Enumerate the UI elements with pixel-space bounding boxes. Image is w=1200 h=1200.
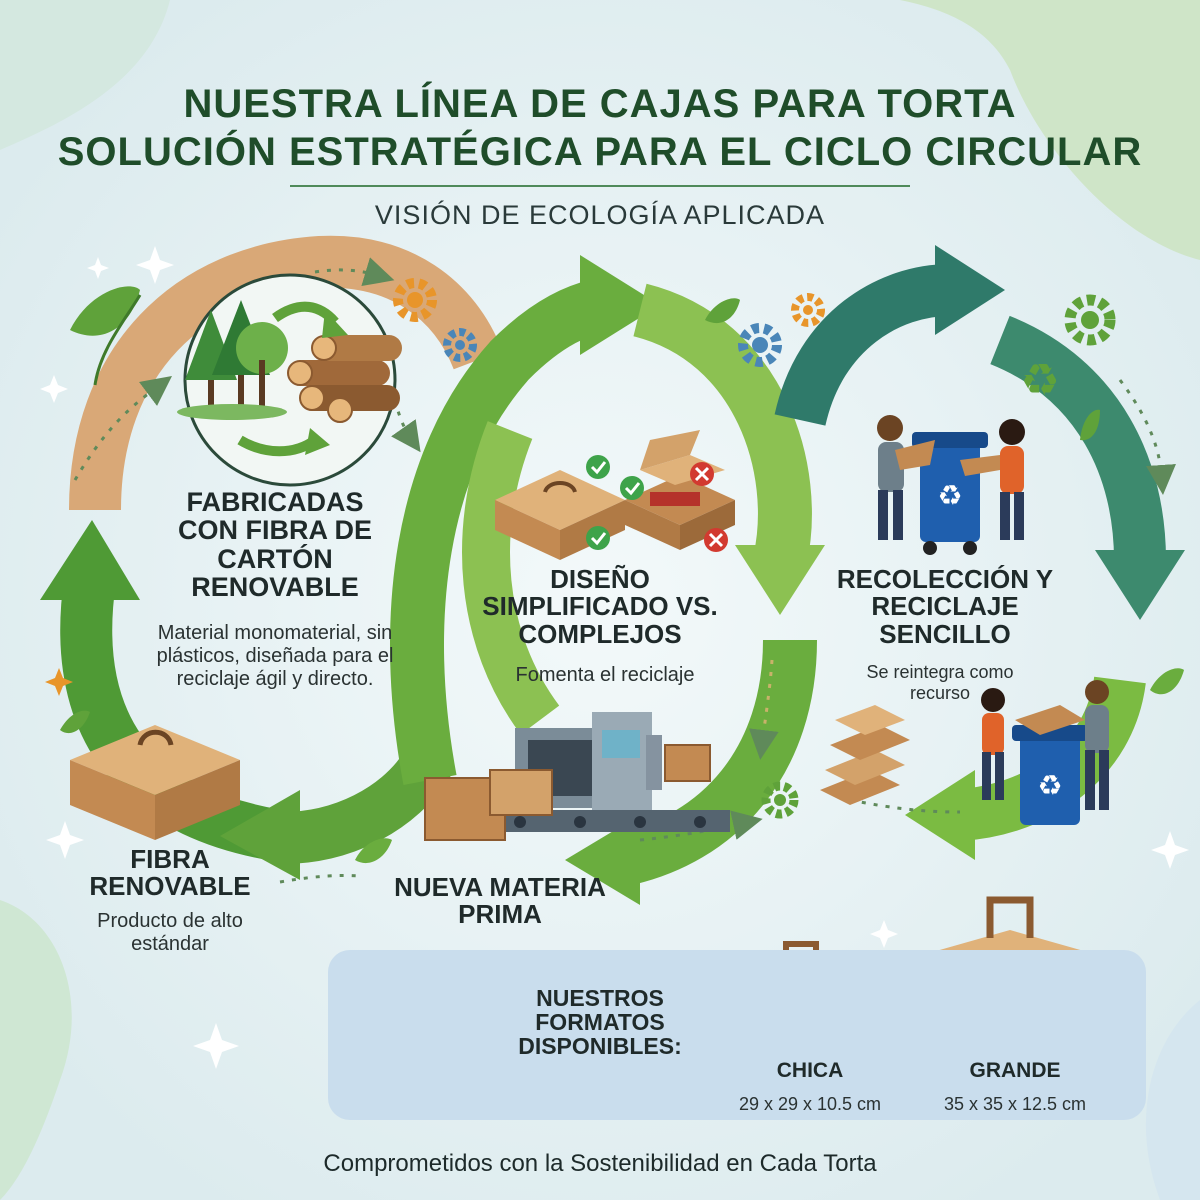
- gear-icon: [791, 293, 825, 327]
- arrowhead-right-bottom: [905, 770, 975, 860]
- arrow-middle-right-down: [632, 283, 812, 566]
- page-title-line2: SOLUCIÓN ESTRATÉGICA PARA EL CICLO CIRCU…: [57, 130, 1143, 174]
- leaf-icon: [60, 710, 90, 734]
- stage1-description: Material monomaterial, sin plásticos, di…: [156, 622, 394, 690]
- arrowhead-right-down: [1095, 550, 1185, 620]
- arrow-tan-top: [69, 235, 503, 511]
- person-icon: [877, 415, 935, 540]
- person-icon: [960, 419, 1025, 540]
- corner-blob-top-left: [0, 0, 170, 150]
- arrow-middle-up: [390, 278, 607, 785]
- svg-text:♻: ♻: [1037, 769, 1062, 802]
- arrow-right-teal-top: [774, 264, 951, 427]
- format-large-label: GRANDE: [969, 1059, 1061, 1082]
- arrow-right-teal-side: [989, 315, 1166, 561]
- checkmark-icon: [620, 476, 644, 500]
- arrowhead-right-top: [935, 245, 1005, 335]
- leaf-icon: [70, 286, 142, 386]
- format-large-dimensions: 35 x 35 x 12.5 cm: [943, 1094, 1087, 1114]
- recycling-bin-icon: ♻: [1012, 725, 1088, 825]
- page-title-line1: NUESTRA LÍNEA DE CAJAS PARA TORTA: [183, 82, 1017, 126]
- corner-blob-top-right: [900, 0, 1200, 260]
- logs-icon: [287, 335, 402, 423]
- cross-icon: [704, 528, 728, 552]
- simple-box-icon: [495, 470, 625, 560]
- arrowhead-middle-bottom: [565, 815, 640, 905]
- stage3-description: Se reintegra como recurso: [866, 662, 1014, 703]
- sparkle-icon: [40, 246, 1189, 1069]
- formats-heading: NUESTROS FORMATOS DISPONIBLES:: [518, 985, 682, 1060]
- arrowhead-middle-top: [580, 255, 660, 355]
- checkmark-icon: [586, 455, 610, 479]
- gear-icon: [738, 323, 782, 367]
- stage3-heading: RECOLECCIÓN Y RECICLAJE SENCILLO: [836, 564, 1054, 649]
- person-icon: [1015, 680, 1109, 810]
- checkmark-icon: [586, 526, 610, 550]
- gear-icon: [393, 278, 437, 322]
- stage2-heading: DISEÑO SIMPLIFICADO VS. COMPLEJOS: [482, 564, 718, 649]
- gear-icon: [1064, 294, 1116, 346]
- formats-panel: [328, 950, 1146, 1120]
- arrowhead-left-bottom: [220, 790, 300, 880]
- cardboard-box-icon: [70, 725, 240, 840]
- conveyor-machine-icon: [424, 712, 730, 841]
- gear-icon: [761, 781, 799, 819]
- arrow-middle-inner: [462, 421, 560, 735]
- page-subtitle: VISIÓN DE ECOLOGÍA APLICADA: [374, 200, 826, 230]
- complex-box-icon: [625, 430, 735, 550]
- stage1-heading: FABRICADAS CON FIBRA DE CARTÓN RENOVABLE: [178, 487, 372, 603]
- svg-text:♻: ♻: [937, 479, 962, 512]
- stage4-heading: FIBRA RENOVABLE: [89, 844, 251, 902]
- stage2-description: Fomenta el reciclaje: [515, 664, 695, 686]
- corner-blob-bottom-left: [0, 900, 72, 1200]
- trees-icon: [177, 300, 288, 420]
- gear-icon: [443, 328, 477, 362]
- arrow-middle-bottom: [614, 639, 817, 887]
- stage4-description: Producto de alto estándar: [97, 910, 243, 955]
- stage5-heading: NUEVA MATERIA PRIMA: [394, 872, 606, 930]
- sparkle-icon: [45, 668, 73, 696]
- forest-cycle-circle: [177, 273, 402, 487]
- cross-icon: [690, 462, 714, 486]
- format-small-label: CHICA: [776, 1059, 844, 1082]
- leaf-icon: [355, 838, 392, 864]
- arrowhead-middle-right: [735, 545, 825, 615]
- recycle-icon: ♻: [1020, 355, 1059, 406]
- corner-blob-bottom-right: [1145, 1000, 1200, 1200]
- leaf-icon: [1080, 409, 1100, 441]
- leaf-icon: [705, 298, 740, 324]
- person-icon: [981, 688, 1005, 800]
- leaf-icon: [1150, 668, 1184, 695]
- arrowhead-up-left: [40, 520, 140, 600]
- footer-tagline: Comprometidos con la Sostenibilidad en C…: [323, 1150, 877, 1177]
- svg-text:♻: ♻: [1020, 355, 1059, 406]
- format-small-dimensions: 29 x 29 x 10.5 cm: [738, 1094, 882, 1114]
- flattened-boxes-icon: [820, 705, 910, 805]
